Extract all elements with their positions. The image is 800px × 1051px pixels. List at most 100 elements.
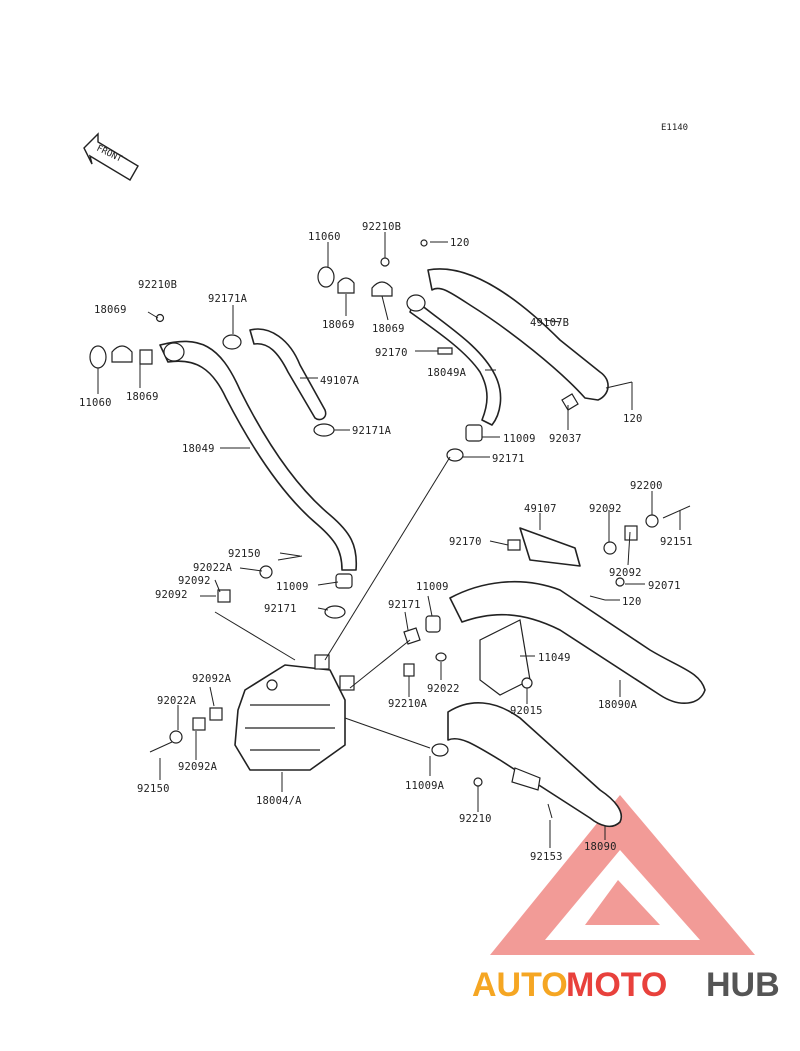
label-18069-a: 18069 [322, 319, 355, 331]
silencer-bracket [511, 767, 541, 791]
silencer-18090a [449, 580, 706, 704]
exhaust-pipe-18049 [159, 340, 358, 571]
label-11060-left: 11060 [79, 397, 112, 409]
bracket-92037 [561, 393, 579, 411]
label-11060-top: 11060 [308, 231, 341, 243]
label-92092a-bot: 92092A [178, 761, 218, 773]
silencer-18090 [447, 702, 622, 828]
label-92171-b: 92171 [264, 603, 297, 615]
muffler-body-18004a [234, 664, 346, 771]
washer-92022 [435, 652, 447, 662]
label-18004a: 18004/A [256, 795, 302, 807]
leader-lines [97, 232, 681, 848]
label-92092-l1: 92092 [178, 575, 211, 587]
connector-11009-a [465, 424, 483, 442]
label-92150-bot: 92150 [137, 783, 170, 795]
connector-11009-b [335, 573, 353, 589]
muffler-stud [266, 679, 278, 691]
watermark-triangle-core [585, 880, 660, 925]
nut-92071 [615, 577, 625, 587]
part-labels: 11060 92210B 120 18069 18069 49107B 9217… [79, 221, 693, 863]
muffler-ribs [245, 704, 335, 751]
exhaust-parts [89, 239, 706, 828]
nut-92015 [521, 677, 533, 689]
exhaust-pipe-18049a [409, 299, 502, 426]
gasket-11060-left [89, 345, 107, 369]
label-120-mid: 120 [622, 596, 642, 608]
bracket-11049 [479, 619, 531, 696]
bolt-92151 [662, 505, 691, 519]
watermark-logo [490, 795, 755, 955]
label-92171-a: 92171 [492, 453, 525, 465]
bolt-92150-top [277, 555, 303, 561]
label-92022: 92022 [427, 683, 460, 695]
label-11009-a: 11009 [503, 433, 536, 445]
label-92153: 92153 [530, 851, 563, 863]
label-120-right: 120 [623, 413, 643, 425]
label-49107b: 49107B [530, 317, 569, 329]
label-11049: 11049 [538, 652, 571, 664]
damper-92092a-bot [192, 717, 206, 731]
clamp-92171-a [446, 448, 464, 462]
watermark-text: AUTO MOTO HUB [472, 966, 780, 1004]
label-92210a: 92210A [388, 698, 428, 710]
bolt-120-mid [589, 595, 606, 601]
muffler-inlet-b [339, 675, 355, 691]
label-18049: 18049 [182, 443, 215, 455]
label-92200: 92200 [630, 480, 663, 492]
label-49107: 49107 [524, 503, 557, 515]
damper-92092a-top [209, 707, 223, 721]
clamp-92171-b [324, 605, 346, 619]
diagram-code: E1140 [661, 123, 688, 133]
label-92170-top: 92170 [375, 347, 408, 359]
clamp-18069-a [337, 277, 355, 294]
label-11009-b: 11009 [276, 581, 309, 593]
label-92092-l2: 92092 [155, 589, 188, 601]
label-11009a: 11009A [405, 780, 445, 792]
label-18069-left: 18069 [94, 304, 127, 316]
clamp-18069-c [111, 345, 133, 363]
gasket-ring-top [406, 294, 426, 312]
clamp-92171a-bot [313, 423, 335, 437]
watermark-hub: HUB [706, 966, 780, 1004]
bolt-120-top [420, 239, 428, 247]
clamp-18069-left [139, 349, 153, 365]
connector-11009-c [425, 615, 441, 633]
label-92037: 92037 [549, 433, 582, 445]
clamp-92171a-top [222, 334, 242, 350]
label-92092a-top: 92092A [192, 673, 232, 685]
label-92151: 92151 [660, 536, 693, 548]
gasket-ring-left [163, 342, 185, 362]
heat-guard-49107 [519, 527, 581, 567]
label-49107a: 49107A [320, 375, 360, 387]
gasket-11060-top [317, 266, 335, 288]
label-92015: 92015 [510, 705, 543, 717]
label-92171a-top: 92171A [208, 293, 248, 305]
washer-92022a-bot [169, 730, 183, 744]
label-92150-top: 92150 [228, 548, 261, 560]
washer-92022a-top [259, 565, 273, 579]
washer-92092-r1 [603, 541, 617, 555]
clamp-18069-b [371, 281, 393, 297]
nut-92210b-top [380, 257, 390, 267]
bolt-92150-bot [149, 741, 173, 753]
washer-92200 [645, 514, 659, 528]
label-92170-mid: 92170 [449, 536, 482, 548]
label-18090: 18090 [584, 841, 617, 853]
nut-92210a [403, 663, 415, 677]
bolt-92153 [547, 803, 553, 819]
clamp-92170-top [437, 347, 453, 355]
label-18069-b: 18069 [372, 323, 405, 335]
label-92171-c: 92171 [388, 599, 421, 611]
watermark-auto: AUTO [472, 966, 568, 1004]
label-18069-c: 18069 [126, 391, 159, 403]
label-18049a: 18049A [427, 367, 467, 379]
label-18090a: 18090A [598, 699, 638, 711]
bolt-120-right [605, 381, 633, 389]
heat-guard-49107b [427, 268, 609, 401]
label-92210b-left: 92210B [138, 279, 177, 291]
clamp-92171-c [403, 627, 421, 645]
nut-92210 [473, 777, 483, 787]
